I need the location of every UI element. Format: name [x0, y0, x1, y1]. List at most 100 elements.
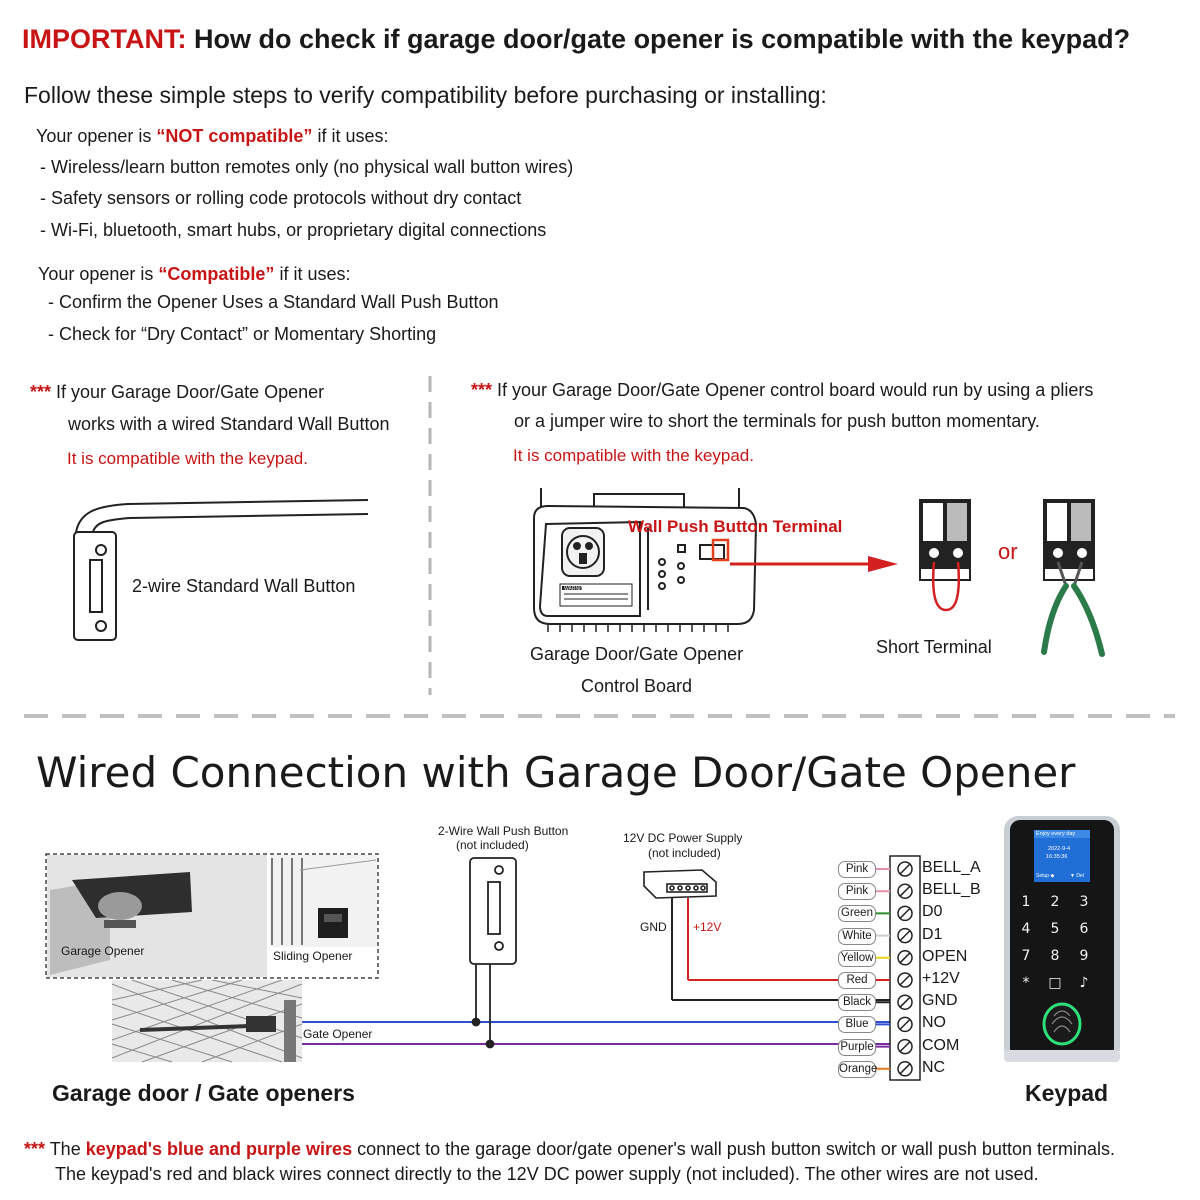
wire-color-tag: Yellow	[838, 949, 876, 967]
left-panel-line1: *** If your Garage Door/Gate Opener	[30, 382, 324, 403]
keypad-screen-line: Enjoy every day	[1036, 831, 1076, 837]
red-arrow	[730, 556, 898, 572]
keypad-key[interactable]: 5	[1050, 921, 1060, 937]
terminal-screw	[897, 1061, 913, 1077]
terminal-screw-slot	[899, 930, 911, 942]
terminal-label: Wall Push Button Terminal	[628, 517, 843, 536]
terminal-screw	[897, 883, 913, 899]
right-panel-line1: *** If your Garage Door/Gate Opener cont…	[471, 380, 1093, 401]
terminal-screw-slot	[899, 1041, 911, 1053]
keypad-key[interactable]: 9	[1079, 948, 1089, 964]
gnd-label: GND	[640, 920, 667, 934]
or-label: or	[998, 539, 1018, 564]
plus12-label: +12V	[693, 920, 722, 934]
keypad-key[interactable]: *	[1022, 975, 1030, 991]
terminal-label: +12V	[922, 970, 960, 987]
keypad-key[interactable]: ♪	[1079, 975, 1089, 991]
terminal-screw	[897, 972, 913, 988]
wire-color-tag: Red	[838, 972, 876, 989]
right-panel-text: If your Garage Door/Gate Opener control …	[492, 380, 1094, 400]
terminal-label: GND	[922, 992, 958, 1010]
wire-color-tag: Pink	[838, 861, 876, 878]
short-terminal-label: Short Terminal	[876, 637, 992, 657]
terminal-screw	[897, 1038, 913, 1055]
wire-color-tag: Orange	[838, 1060, 877, 1078]
wall-button-caption: (not included)	[456, 838, 529, 852]
terminal-label: BELL_B	[922, 881, 981, 899]
terminal-screw-slot	[899, 885, 911, 897]
page-title: IMPORTANT: How do check if garage door/g…	[22, 24, 1130, 55]
psu-caption: 12V DC Power Supply	[623, 831, 743, 845]
terminal-screw	[897, 905, 913, 922]
terminal-screw-slot	[899, 996, 911, 1008]
openers-caption: Garage door / Gate openers	[52, 1080, 355, 1106]
keypad-device	[1004, 816, 1120, 1062]
terminal-screw	[897, 950, 913, 966]
terminal-screw	[897, 1016, 913, 1033]
keypad-screen-line: 2022-9-4	[1048, 846, 1071, 852]
terminal-label: BELL_A	[922, 859, 981, 876]
garage-opener-photo	[47, 855, 267, 977]
gate-opener-photo	[111, 979, 303, 1063]
terminal-screw-slot	[899, 863, 911, 875]
keypad-key[interactable]: 6	[1079, 921, 1089, 937]
keypad-key[interactable]: 2	[1050, 894, 1060, 910]
terminal-label: NO	[922, 1014, 946, 1032]
terminal-block-jumper	[919, 499, 971, 612]
compatible-prefix: Your opener is	[38, 264, 159, 284]
terminal-strip	[889, 855, 921, 1081]
important-label: IMPORTANT:	[22, 24, 187, 54]
terminal-label: COM	[922, 1036, 960, 1054]
footer-highlight: keypad's blue and purple wires	[85, 1139, 353, 1159]
terminal-screw	[897, 927, 913, 944]
footer-line2: The keypad's red and black wires connect…	[55, 1164, 1039, 1184]
footer-text: connect to the garage door/gate opener's…	[352, 1139, 1115, 1159]
terminal-block-pliers	[1041, 499, 1105, 657]
keypad-key[interactable]: 8	[1050, 948, 1060, 964]
right-panel-line2: or a jumper wire to short the terminals …	[514, 411, 1040, 431]
not-compatible-keyword: “NOT compatible”	[156, 126, 313, 146]
intro-text: Follow these simple steps to verify comp…	[24, 82, 827, 108]
terminal-label: OPEN	[922, 947, 968, 965]
stars-marker: ***	[24, 1139, 46, 1159]
compatible-heading: Your opener is “Compatible” if it uses:	[38, 264, 350, 285]
wiring-title: Wired Connection with Garage Door/Gate O…	[36, 748, 1076, 797]
warning-text: WARNING	[564, 586, 588, 592]
keypad-key[interactable]: 3	[1079, 894, 1089, 910]
board-label: Control Board	[581, 676, 693, 696]
left-panel-line2: works with a wired Standard Wall Button	[68, 414, 390, 434]
wire-lines	[872, 868, 890, 1070]
compatible-suffix: if it uses:	[274, 264, 351, 284]
compatible-item: - Confirm the Opener Uses a Standard Wal…	[48, 292, 499, 312]
stars-marker: ***	[471, 380, 493, 400]
question-text: How do check if garage door/gate opener …	[186, 24, 1131, 54]
terminal-screw	[897, 994, 913, 1010]
wall-button-label: 2-wire Standard Wall Button	[132, 576, 356, 596]
wall-button-caption: 2-Wire Wall Push Button	[438, 824, 569, 838]
compatible-keyword: “Compatible”	[158, 264, 275, 284]
keypad-key[interactable]: 7	[1021, 948, 1031, 964]
wire-color-tag: Blue	[838, 1016, 876, 1034]
wire-color-tag: Green	[838, 905, 876, 923]
psu-caption: (not included)	[648, 846, 721, 860]
keypad-screen-line: 16:35:36	[1046, 854, 1068, 860]
terminal-screw	[897, 861, 913, 877]
keypad-key[interactable]: 4	[1021, 921, 1031, 937]
footer-line1: *** The keypad's blue and purple wires c…	[24, 1139, 1115, 1160]
terminal-screw-slot	[899, 952, 911, 964]
left-panel-text: If your Garage Door/Gate Opener	[51, 382, 325, 402]
wall-button-illustration	[73, 499, 369, 641]
wire-color-tag: Black	[838, 994, 876, 1012]
footer-text: The	[45, 1139, 86, 1159]
not-compatible-item: - Wi-Fi, bluetooth, smart hubs, or propr…	[40, 220, 547, 240]
control-board-illustration	[533, 488, 758, 632]
terminal-label: D1	[922, 925, 943, 943]
keypad-key[interactable]: □	[1048, 975, 1062, 991]
terminal-label: NC	[922, 1058, 946, 1076]
wire-color-tag: Purple	[838, 1038, 876, 1056]
sliding-opener-photo	[270, 855, 377, 947]
keypad-key[interactable]: 1	[1021, 894, 1031, 910]
wire-color-tag: Pink	[838, 883, 876, 901]
garage-opener-label: Garage Opener	[61, 944, 145, 958]
